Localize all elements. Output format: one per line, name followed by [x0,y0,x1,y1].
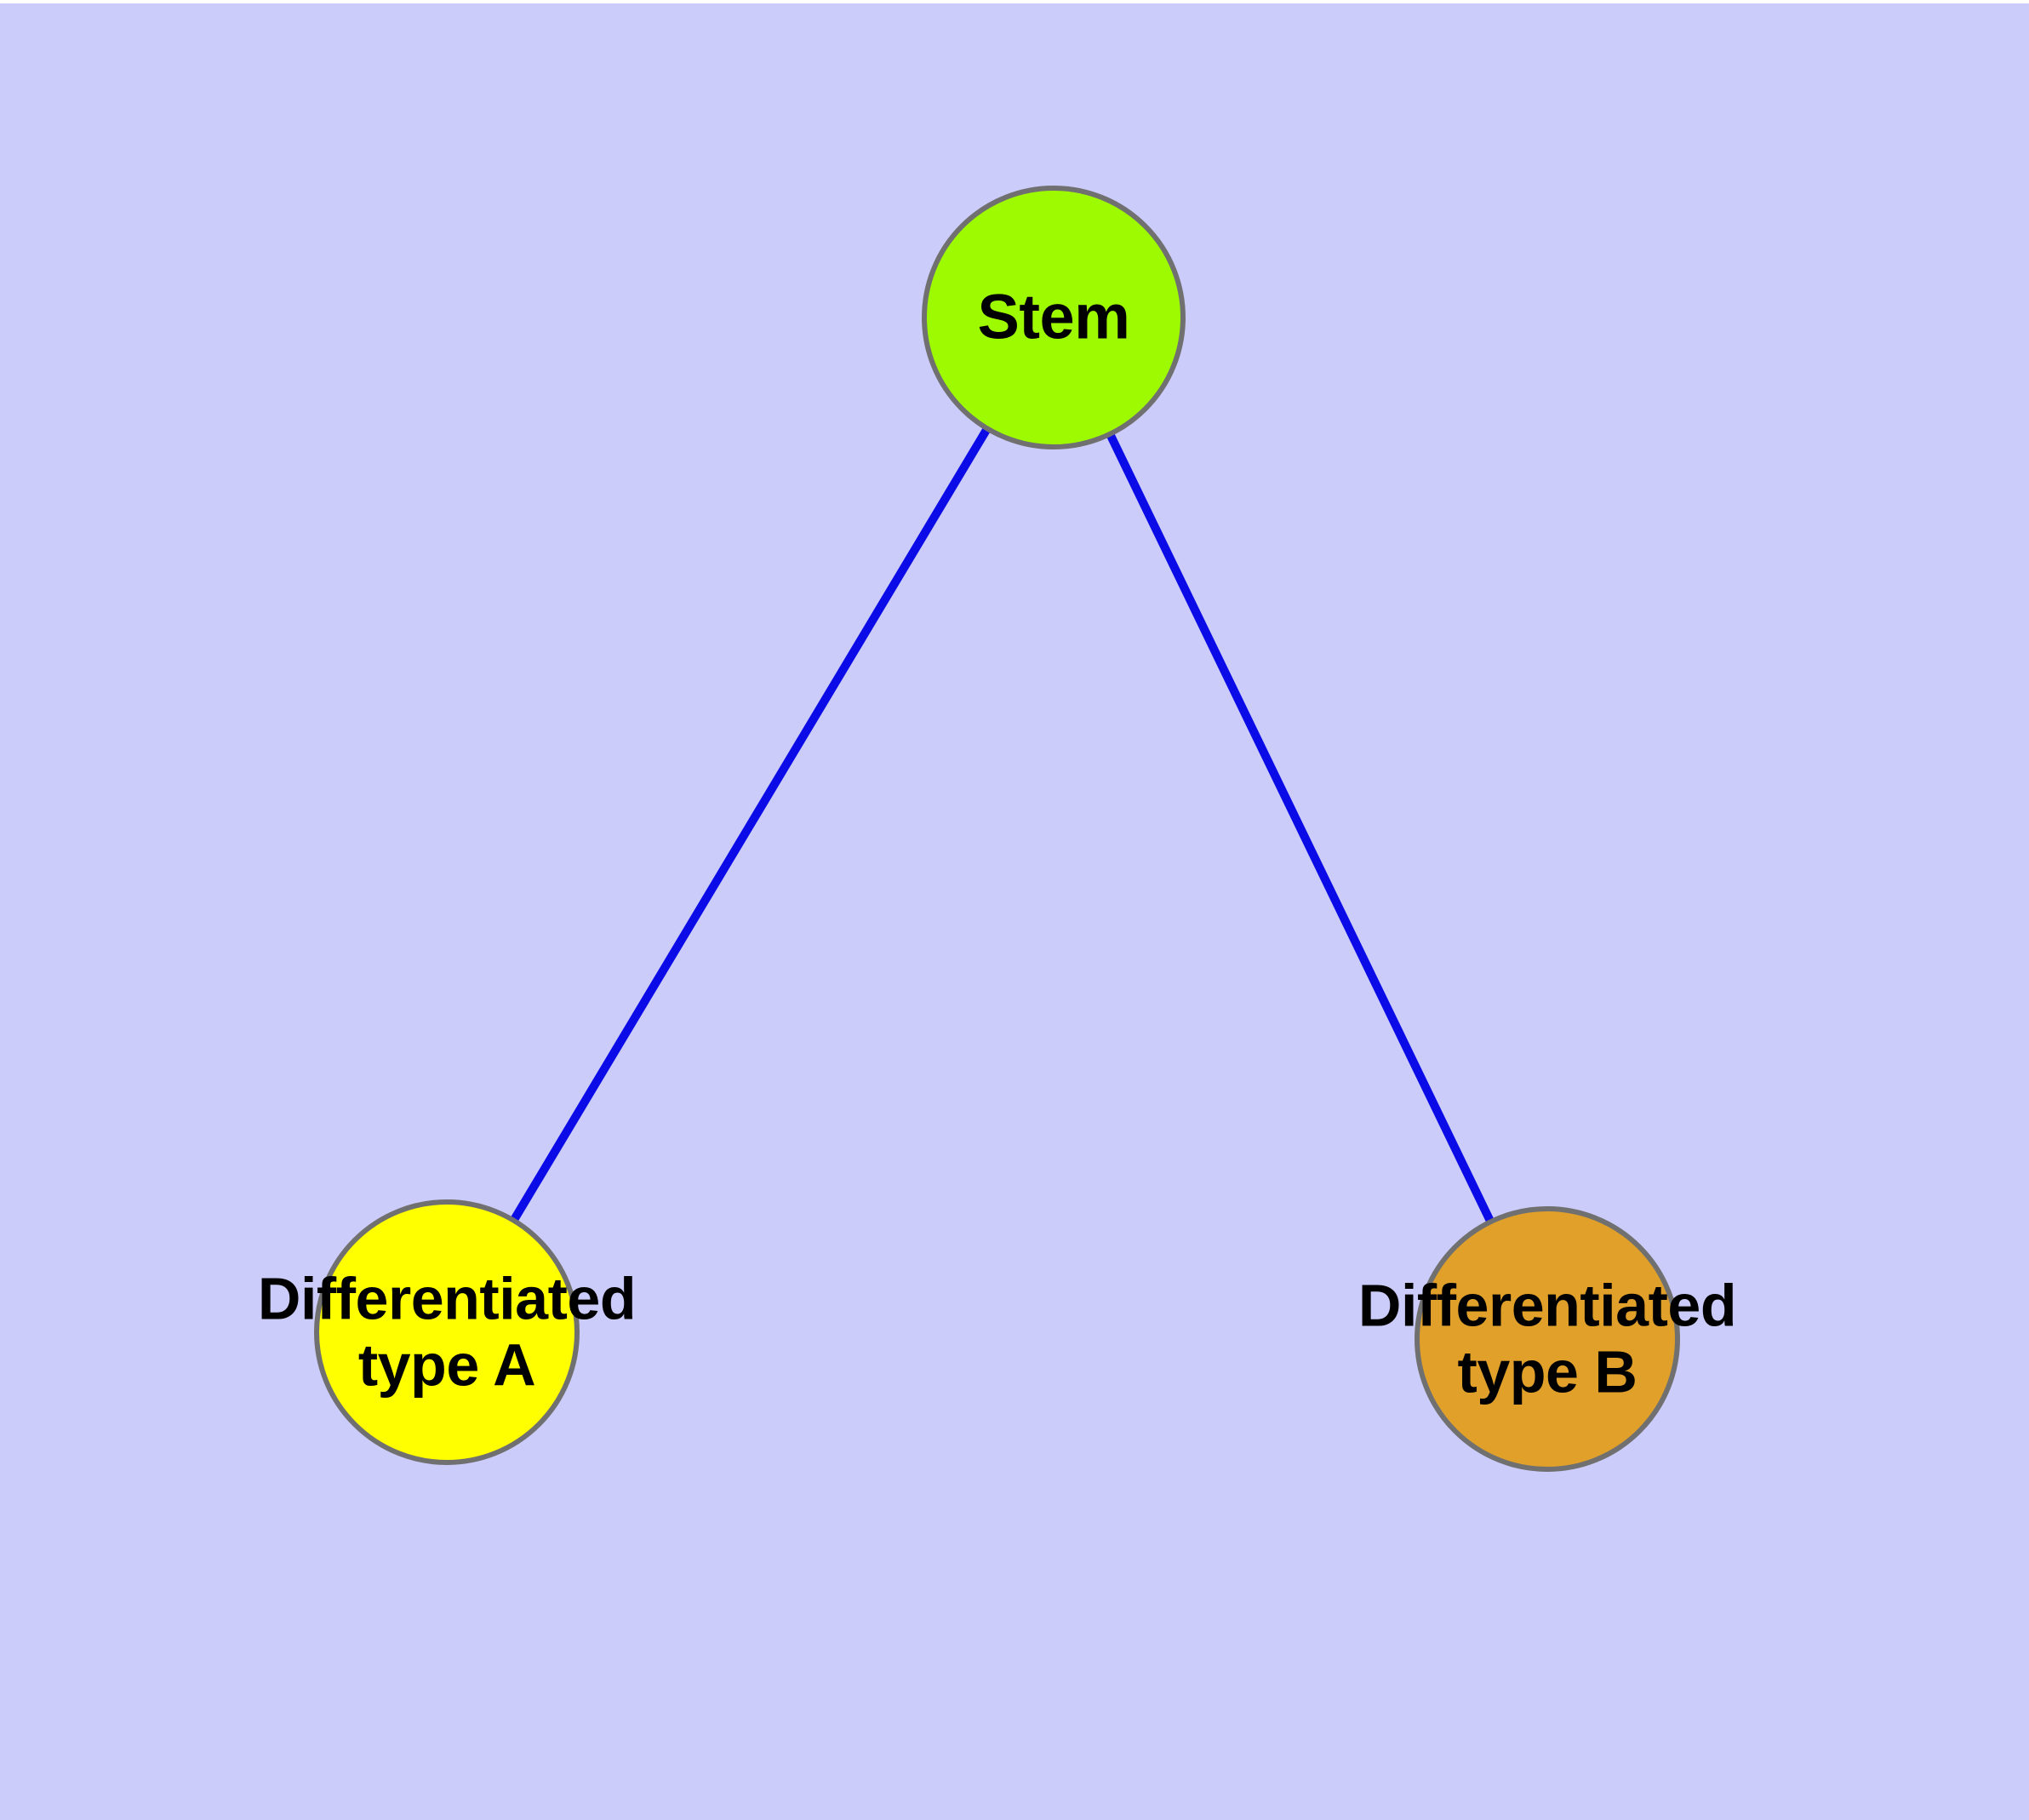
node-differentiated-type-b[interactable] [1415,1206,1680,1472]
node-layer [314,186,1680,1472]
node-stem[interactable] [922,186,1186,449]
edge-layer [443,315,1552,1342]
edge-stem-to-differentiated-type-b[interactable] [1049,315,1552,1342]
node-differentiated-type-a[interactable] [314,1199,580,1465]
edge-stem-to-differentiated-type-a[interactable] [443,315,1058,1335]
